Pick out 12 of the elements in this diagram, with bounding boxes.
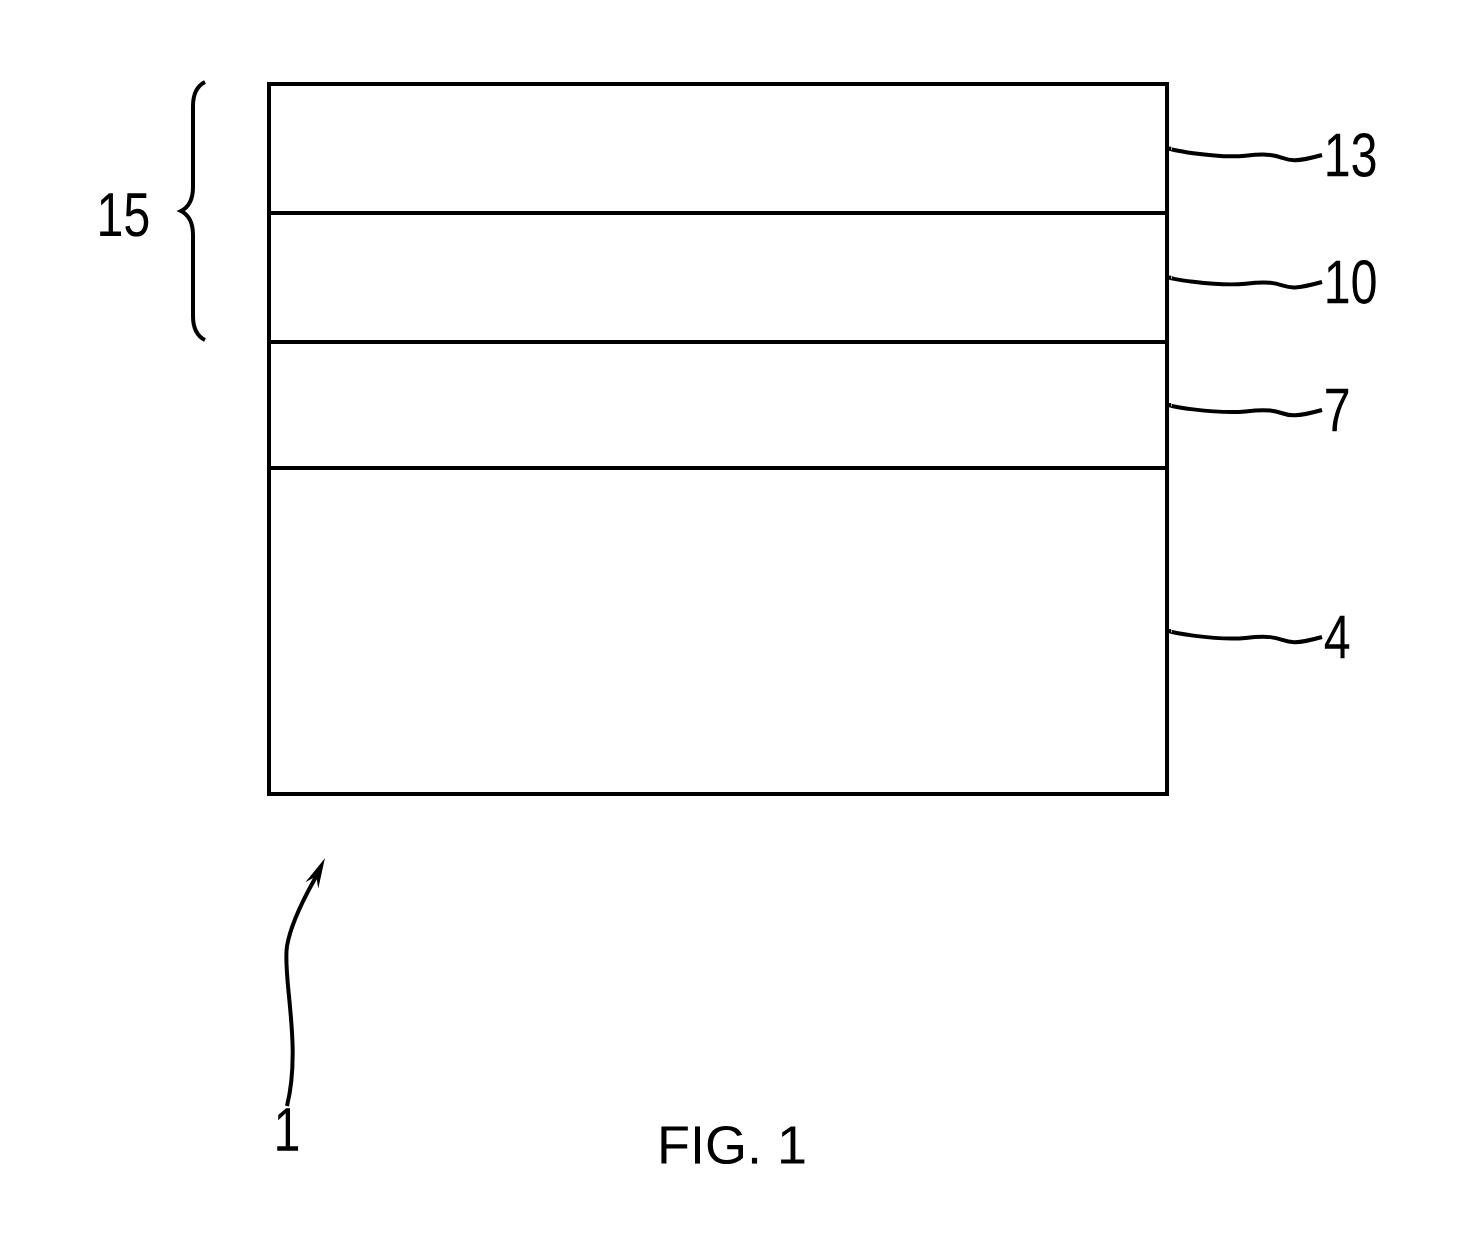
callout-number: 1 bbox=[277, 1108, 299, 1151]
callout-number: 15 bbox=[100, 193, 149, 237]
leader-line bbox=[1169, 403, 1323, 418]
leader-line bbox=[1169, 629, 1323, 645]
callout-number: 13 bbox=[1327, 133, 1376, 177]
callout-number: 4 bbox=[1324, 615, 1350, 659]
leader-line bbox=[1169, 147, 1323, 163]
leader-line bbox=[1169, 276, 1323, 290]
callout-number: 7 bbox=[1326, 388, 1349, 432]
figure-caption: FIG. 1 bbox=[661, 1125, 805, 1165]
layer bbox=[267, 466, 1169, 796]
callout-number: 10 bbox=[1327, 260, 1376, 304]
